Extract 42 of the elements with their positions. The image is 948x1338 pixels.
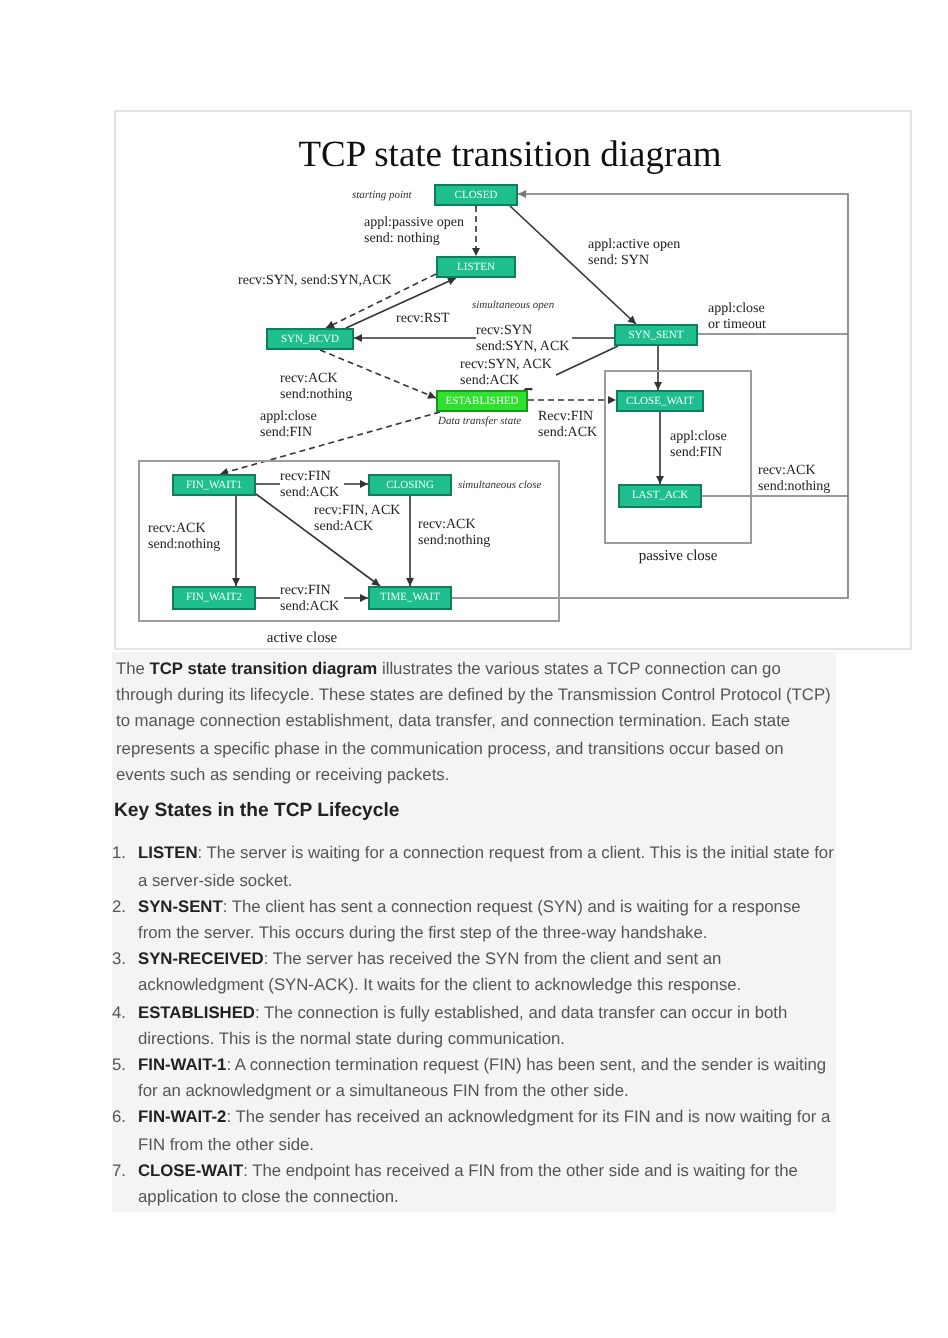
list-item-text: FIN-WAIT-1: A connection termination request (FIN) has been sent, and the sender is waiting for an acknowledgment or a simultaneous FIN from the other side. — [138, 1052, 829, 1105]
arrow — [345, 277, 457, 329]
arrow — [255, 493, 381, 587]
list-item-text: CLOSE-WAIT: The endpoint has received a FIN from the other side and is waiting for the application to close the connection. — [138, 1157, 800, 1211]
arrow — [654, 345, 662, 391]
list-item-text: LISTEN: The server is waiting for a connection request from a client. This is the initial state for a server-side socket. — [138, 840, 834, 894]
connector-line — [847, 333, 849, 497]
list-item-text: ESTABLISHED: The connection is fully established, and data transfer can occur in both directions. This is the normal state during communication. — [138, 999, 790, 1052]
arrow — [517, 190, 849, 335]
diagram-title: TCP state transition diagram — [296, 134, 724, 178]
arrow — [232, 495, 240, 587]
list-number: 5. — [112, 1052, 126, 1079]
connector-line — [697, 333, 849, 335]
state-box — [266, 328, 354, 350]
dashed-arrow — [325, 273, 437, 329]
state-box — [614, 324, 698, 346]
list-item-text: SYN-SENT: The client has sent a connection request (SYN) and is waiting for a response from the server. This occurs during the first step of the three-way handshake. — [138, 893, 803, 947]
paragraph: The TCP state transition diagram illustrates the various states a TCP connection can go through during its lifecycle. These states are defined by the Transmission Control Protocol (TCP) to manage connection establishment, data transfer, and connection termination. Each state represents a specific phase in the communication process, and transitions occur based on events such as sending or receiving packets. — [116, 656, 833, 788]
list-number: 4. — [112, 999, 126, 1026]
state-box — [368, 586, 452, 610]
dashed-arrow — [472, 205, 480, 257]
section-heading: Key States in the TCP Lifecycle — [114, 800, 402, 825]
dashed-arrow — [527, 396, 617, 404]
list-number: 3. — [112, 946, 126, 973]
arrow — [509, 205, 637, 325]
connector-line — [701, 495, 849, 497]
list-number: 2. — [112, 893, 126, 920]
dashed-arrow — [319, 349, 437, 399]
arrow — [406, 495, 414, 587]
state-box — [618, 484, 702, 508]
list-number: 6. — [112, 1104, 126, 1131]
state-box — [172, 474, 256, 496]
dashed-arrow — [219, 411, 441, 476]
list-number: 7. — [112, 1157, 126, 1184]
state-box — [172, 586, 256, 610]
state-box — [436, 256, 516, 278]
list-number: 1. — [112, 840, 126, 867]
arrow — [656, 411, 664, 485]
connector-line — [451, 495, 849, 599]
state-box — [616, 390, 704, 412]
list-item-text: FIN-WAIT-2: The sender has received an acknowledgment for its FIN and is now waiting for a FIN from the other side. — [138, 1104, 833, 1158]
list-item-text: SYN-RECEIVED: The server has received the SYN from the client and sent an acknowledgment (SYN-ACK). It waits for the client to acknowledge this response. — [138, 946, 744, 999]
